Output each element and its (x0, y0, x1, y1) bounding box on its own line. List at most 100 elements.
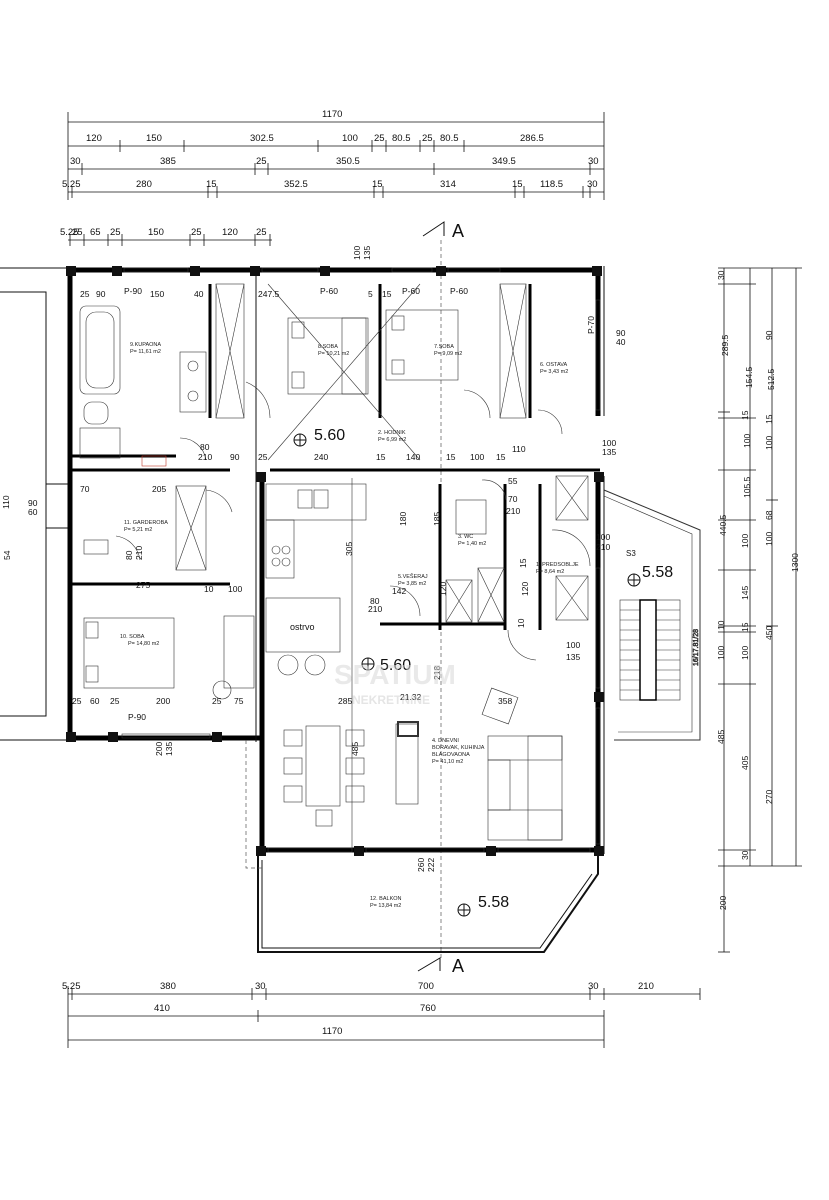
dim-label: 405 (740, 756, 750, 770)
dim-label: 30 (588, 156, 599, 167)
dim-label: 25 (80, 289, 90, 299)
dim-label: 135 (164, 742, 174, 756)
level-value: 5.58 (642, 564, 673, 581)
dim-label: 15 (512, 179, 523, 190)
dim-label: 15 (496, 452, 506, 462)
level-value: 5.60 (314, 427, 345, 444)
dim-label: P-70 (586, 316, 596, 334)
dim-label: 25 (422, 133, 433, 144)
dim-label: 60 (90, 696, 100, 706)
dim-label: 349.5 (492, 156, 516, 167)
dim-label: 150 (148, 227, 164, 238)
dim-label: 68 (764, 510, 774, 520)
dim-label: 25 (256, 156, 267, 167)
dim-label: 70 (508, 494, 518, 504)
dim-label: 25 (258, 452, 268, 462)
dim-label: 100 (470, 452, 484, 462)
room-dnevni-line3: BLAGOVAONA (432, 752, 470, 758)
dim-label: 118.5 (540, 179, 563, 190)
s3-label: S3 (626, 549, 636, 558)
room-dnevni-line2: BORAVAK, KUHINJA (432, 745, 485, 751)
dim-bottom-total: 1170 (322, 1026, 342, 1037)
dim-label: P-90 (128, 712, 146, 722)
dim-label: 140 (406, 452, 420, 462)
inner-dimensions: P-90 P-60 P-60 P-60 P-70 P-90 90 150 40 … (72, 246, 626, 872)
dim-label: 80.5 (440, 133, 459, 144)
dim-label: 80 (370, 596, 380, 606)
room-garderoba-name: 11. GARDEROBA (124, 520, 168, 526)
dim-label: 100 (596, 532, 610, 542)
dim-label: 80 (124, 550, 134, 560)
dim-label: 90 (764, 330, 774, 340)
dim-label: 25 (374, 133, 385, 144)
dim-label: 30 (716, 270, 726, 280)
room-labels: 9.KUPAONA P= 11,61 m2 8.SOBA P= 10,21 m2… (120, 342, 579, 909)
dim-label: 210 (198, 452, 212, 462)
dim-label: 25 (212, 696, 222, 706)
room-balkon-name: 12. BALKON (370, 896, 402, 902)
dim-label: 285 (338, 696, 352, 706)
dim-label: 55 (508, 476, 518, 486)
balcony (245, 740, 599, 953)
dim-label: 210 (368, 604, 382, 614)
dim-label: 120 (222, 227, 238, 238)
staircase: 16/17.81/28 (603, 489, 701, 741)
dim-label: 150 (150, 289, 164, 299)
dim-label: 15 (740, 622, 750, 632)
dim-label: 54 (2, 550, 12, 560)
dim-label: 15 (376, 452, 386, 462)
dim-label: 100 (764, 436, 774, 450)
dim-label: 110 (512, 444, 526, 454)
dim-label: 40 (616, 337, 626, 347)
room-kupaona-area: P= 11,61 m2 (130, 349, 161, 355)
kitchen-furniture (212, 483, 563, 841)
dim-top-total: 1170 (322, 109, 342, 120)
dim-label: 247.5 (258, 289, 280, 299)
dim-label: 30 (70, 156, 81, 167)
dim-label: 222 (426, 858, 436, 872)
dim-label: 110 (1, 495, 11, 509)
room-wc-area: P= 1,40 m2 (458, 541, 486, 547)
room-dnevni-area: P= 41,10 m2 (432, 759, 463, 765)
dim-label: 240 (314, 452, 328, 462)
dim-label: 142 (392, 586, 406, 596)
dim-label: 40 (194, 289, 204, 299)
dim-label: 10 (204, 584, 214, 594)
wardrobes (175, 283, 589, 623)
section-marker-top: A (422, 221, 464, 241)
room-predsoblje-name: 1. PREDSOBLJE (536, 562, 579, 568)
dim-label: 410 (154, 1003, 170, 1014)
dim-label: 305 (344, 542, 354, 556)
dim-label: 100 (740, 646, 750, 660)
room-dnevni-line1: 4. DNEVNI (432, 738, 459, 744)
dim-label: 105.5 (742, 476, 752, 498)
dim-label: 210 (596, 542, 610, 552)
dim-label: 185 (432, 512, 442, 526)
dim-label: 100 (352, 246, 362, 260)
dim-label: 100 (602, 438, 616, 448)
dim-label: 352.5 (284, 179, 308, 190)
top-dimensions: 1170 120 150 302.5 100 25 80.5 25 80.5 2… (60, 109, 605, 246)
dim-label: 180 (398, 512, 408, 526)
dim-label: 120 (520, 582, 530, 596)
room-soba7-name: 7.SOBA (434, 344, 454, 350)
dim-label: 15 (372, 179, 383, 190)
bottom-dimensions: 5.25 380 30 700 30 210 410 760 1170 (62, 981, 701, 1048)
dim-label: 380 (160, 981, 176, 992)
dim-label: 15 (740, 410, 750, 420)
dim-label: 450 (764, 626, 774, 640)
level-value: 5.60 (380, 657, 411, 674)
dim-label: 100 (764, 532, 774, 546)
dim-label: 80.5 (392, 133, 411, 144)
dim-label: 289.5 (720, 334, 730, 356)
dim-label: 314 (440, 179, 456, 190)
room-soba10-area: P= 14,80 m2 (128, 641, 159, 647)
dim-label: 100 (716, 646, 726, 660)
dim-label: 15 (382, 289, 392, 299)
dim-label: 5.25 (62, 981, 81, 992)
dim-right-total: 1300 (790, 553, 800, 572)
room-wc-name: 3. WC (458, 534, 473, 540)
dim-label: 25 (110, 227, 121, 238)
dim-label: 15 (764, 414, 774, 424)
section-label: A (452, 221, 464, 241)
